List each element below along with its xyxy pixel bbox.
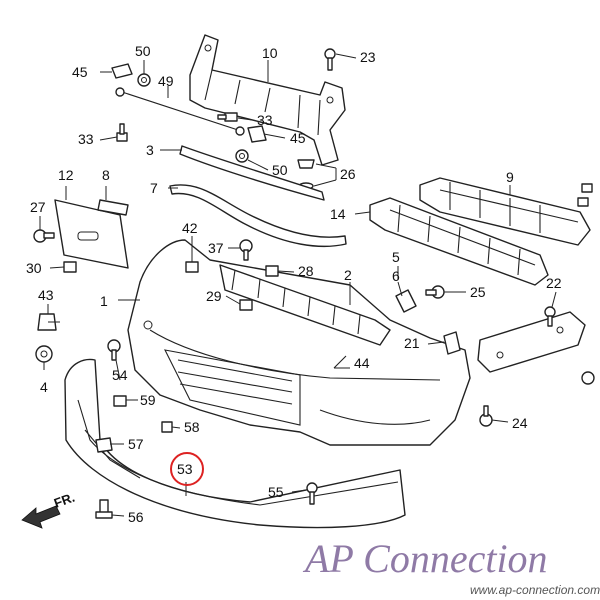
clip-21 — [443, 331, 461, 355]
callout-6: 6 — [392, 268, 400, 284]
callout-30: 30 — [26, 260, 42, 276]
screw-54 — [107, 339, 121, 361]
callout-21: 21 — [404, 335, 420, 351]
callout-22: 22 — [546, 275, 562, 291]
reinforcement-9 — [419, 177, 591, 246]
highlight-ring-53 — [170, 452, 204, 486]
callout-58: 58 — [184, 419, 200, 435]
leader-lines — [39, 53, 557, 517]
callout-28: 28 — [298, 263, 314, 279]
callout-27: 27 — [30, 199, 46, 215]
clip-8 — [97, 199, 129, 216]
absorber-2 — [219, 264, 391, 346]
callout-42: 42 — [182, 220, 198, 236]
callout-50: 50 — [135, 43, 151, 59]
bolt-33-left — [116, 123, 128, 142]
clip-28 — [265, 265, 279, 277]
bracket-5-6 — [395, 289, 417, 313]
callout-50: 50 — [272, 162, 288, 178]
front-label: FR. — [52, 490, 77, 511]
bolt-23 — [324, 48, 336, 71]
beam-14 — [369, 197, 549, 286]
clip-30 — [63, 261, 77, 273]
bolt-33-center — [217, 112, 238, 122]
bracket-42 — [185, 261, 199, 273]
callout-53: 53 — [177, 461, 193, 477]
callout-54: 54 — [112, 367, 128, 383]
callout-57: 57 — [128, 436, 144, 452]
clip-4 — [35, 345, 53, 363]
callout-55: 55 — [268, 484, 284, 500]
callout-4: 4 — [40, 379, 48, 395]
upper-bracket-10 — [189, 34, 346, 166]
bolt-55 — [306, 482, 318, 505]
callout-5: 5 — [392, 249, 400, 265]
callout-7: 7 — [150, 180, 158, 196]
watermark-brand: AP Connection — [302, 536, 548, 581]
callout-44: 44 — [354, 355, 370, 371]
callout-33: 33 — [257, 112, 273, 128]
clip-50-top — [137, 73, 151, 87]
callout-59: 59 — [140, 392, 156, 408]
bolt-9-end — [577, 183, 593, 207]
strip-7 — [169, 184, 347, 248]
watermark-url: www.ap-connection.com — [470, 583, 600, 597]
bolt-22 — [544, 306, 556, 327]
clip-58 — [161, 421, 173, 433]
clip-45-top — [111, 63, 133, 79]
callout-56: 56 — [128, 509, 144, 525]
clip-50-center — [235, 149, 249, 163]
callout-9: 9 — [506, 169, 514, 185]
bumper-cover-1 — [127, 239, 471, 446]
clip-37 — [239, 239, 253, 261]
side-bracket-22 — [477, 311, 586, 373]
callout-26: 26 — [340, 166, 356, 182]
screw-56 — [95, 499, 113, 519]
screw-27 — [33, 229, 55, 243]
callout-14: 14 — [330, 206, 346, 222]
callout-49: 49 — [158, 73, 174, 89]
bolt-25 — [425, 285, 445, 299]
nut-57 — [95, 437, 113, 453]
callout-24: 24 — [512, 415, 528, 431]
callout-1: 1 — [100, 293, 108, 309]
callout-45: 45 — [72, 64, 88, 80]
clip-43 — [37, 313, 57, 331]
bolt-24 — [479, 405, 493, 427]
callout-25: 25 — [470, 284, 486, 300]
callout-43: 43 — [38, 287, 54, 303]
cable-49 — [115, 87, 245, 136]
callout-33: 33 — [78, 131, 94, 147]
clip-59 — [113, 395, 127, 407]
marker-44 — [333, 355, 350, 369]
callout-2: 2 — [344, 267, 352, 283]
callout-8: 8 — [102, 167, 110, 183]
front-direction-arrow: FR. — [21, 490, 77, 529]
callout-10: 10 — [262, 45, 278, 61]
callout-3: 3 — [146, 142, 154, 158]
strip-3 — [179, 145, 325, 201]
watermark: AP Connection www.ap-connection.com — [302, 536, 600, 597]
callout-23: 23 — [360, 49, 376, 65]
callout-29: 29 — [206, 288, 222, 304]
callout-37: 37 — [208, 240, 224, 256]
clip-45-center — [247, 125, 267, 143]
clip-29 — [239, 299, 253, 311]
bolt-right-edge — [581, 371, 595, 385]
callout-labels: 50 45 49 33 33 45 50 10 23 3 7 12 8 27 3… — [26, 43, 562, 525]
callout-45: 45 — [290, 130, 306, 146]
callout-12: 12 — [58, 167, 74, 183]
